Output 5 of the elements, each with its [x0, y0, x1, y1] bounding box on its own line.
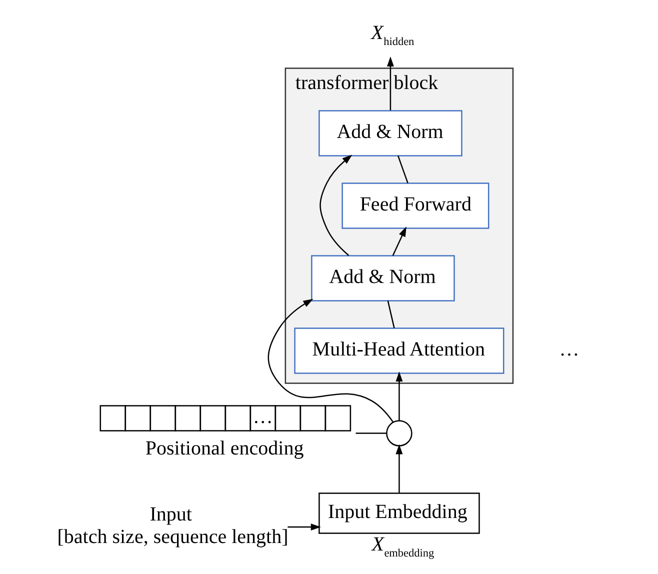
node-text: Input [batch size, sequence length]: [56, 504, 288, 548]
label: …: [558, 338, 579, 361]
node-label: Positional encoding: [144, 437, 304, 460]
node-text: X$_{hidden}$: [370, 22, 414, 48]
node-label: X$_{embedding}$: [371, 534, 434, 560]
